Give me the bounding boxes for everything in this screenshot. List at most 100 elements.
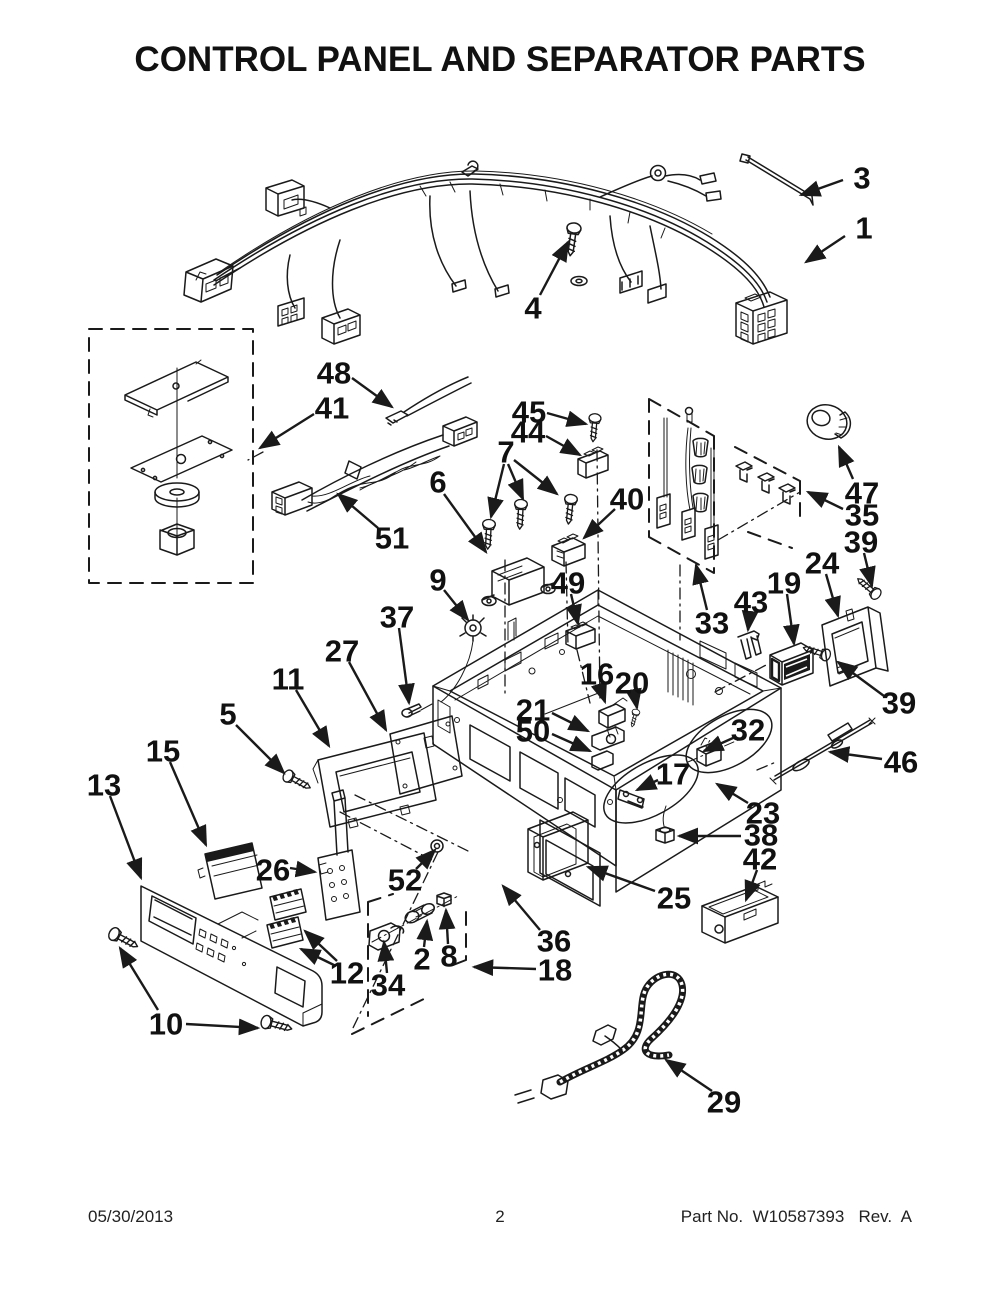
callout-12: 12 — [298, 929, 364, 991]
callout-number: 18 — [538, 953, 572, 988]
construction-lines — [247, 449, 801, 1031]
receptacle-19 — [769, 642, 814, 686]
clip-9 — [440, 614, 487, 703]
callout-arrow — [859, 552, 876, 589]
cover-25 — [527, 811, 589, 881]
footer-date: 05/30/2013 — [88, 1207, 174, 1226]
callout-arrow — [118, 945, 160, 1011]
callout-arrow — [506, 463, 525, 502]
display-bracket-24 — [821, 606, 889, 687]
switch-blocks-12 — [266, 888, 307, 949]
callout-1: 1 — [804, 211, 873, 264]
transformer-6 — [481, 557, 556, 607]
callout-number: 49 — [551, 566, 585, 601]
callout-number: 44 — [511, 415, 546, 450]
callout-4: 4 — [524, 239, 570, 326]
callout-arrow — [513, 459, 559, 496]
callout-number: 41 — [315, 391, 349, 426]
callout-number: 12 — [330, 956, 364, 991]
callout-52: 52 — [388, 848, 437, 898]
callout-48: 48 — [317, 356, 394, 409]
callout-10: 10 — [118, 945, 261, 1042]
callout-arrow — [347, 661, 388, 733]
page-title: CONTROL PANEL AND SEPARATOR PARTS — [134, 40, 866, 79]
callout-19: 19 — [767, 566, 801, 647]
callout-39: 39 — [836, 660, 916, 721]
callout-arrow — [783, 593, 800, 647]
board-15 — [197, 842, 263, 900]
callout-arrow — [377, 939, 395, 974]
switch-40 — [551, 533, 586, 567]
callout-arrow — [836, 660, 885, 697]
callout-arrow — [538, 239, 570, 296]
callout-arrow — [471, 959, 537, 977]
callout-number: 3 — [853, 161, 870, 196]
callout-44: 44 — [511, 415, 583, 457]
callout-51: 51 — [336, 492, 409, 556]
callout-number: 48 — [317, 356, 351, 391]
callout-arrow — [443, 589, 470, 622]
callout-number: 8 — [440, 939, 457, 974]
callout-36: 36 — [501, 884, 571, 959]
callout-arrow — [827, 746, 883, 763]
spacer-37 — [401, 703, 433, 718]
wire-harness — [183, 160, 788, 345]
pressure-kit-box — [88, 328, 254, 584]
callout-24: 24 — [805, 546, 841, 619]
callout-arrow — [336, 492, 379, 529]
callout-number: 1 — [855, 211, 872, 246]
callout-arrow — [289, 860, 318, 878]
callout-number: 16 — [580, 657, 614, 692]
callout-42: 42 — [743, 842, 777, 903]
callout-arrow — [546, 410, 589, 427]
callout-arrow — [582, 508, 616, 540]
callout-arrow — [298, 947, 337, 968]
callout-27: 27 — [325, 634, 388, 733]
callout-32: 32 — [701, 713, 765, 753]
callout-arrow — [351, 377, 394, 409]
callout-number: 13 — [87, 768, 121, 803]
callout-number: 37 — [380, 600, 414, 635]
callout-number: 33 — [695, 606, 729, 641]
callout-number: 26 — [256, 853, 290, 888]
callout-number: 10 — [149, 1007, 183, 1042]
callout-15: 15 — [146, 734, 208, 848]
callout-arrow — [416, 918, 434, 948]
clips-35 — [735, 461, 796, 505]
callout-18: 18 — [471, 953, 572, 988]
callout-arrow — [714, 782, 749, 805]
callout-26: 26 — [256, 853, 318, 888]
callout-number: 52 — [388, 863, 422, 898]
callout-number: 36 — [537, 924, 571, 959]
callout-arrow — [701, 735, 734, 753]
callout-16: 16 — [580, 657, 614, 705]
callout-number: 2 — [413, 942, 430, 977]
tray-42 — [701, 880, 779, 944]
callout-arrow — [741, 609, 759, 633]
plate-27 — [389, 715, 463, 795]
callout-45: 45 — [512, 395, 589, 430]
callout-arrow — [487, 463, 506, 520]
ground-plate-26 — [317, 789, 361, 921]
ferrite-ring-47 — [806, 404, 852, 440]
callout-5: 5 — [219, 697, 286, 775]
callout-arrow — [185, 1018, 261, 1036]
callout-arrow — [692, 562, 709, 611]
callout-number: 34 — [371, 968, 406, 1003]
callout-number: 21 — [516, 693, 550, 728]
callout-arrow — [585, 865, 656, 893]
callout-3: 3 — [798, 161, 871, 197]
callout-number: 32 — [731, 713, 765, 748]
callout-37: 37 — [380, 600, 415, 706]
callout-arrow — [235, 724, 286, 775]
screw-45 — [586, 412, 602, 443]
callout-number: 11 — [272, 662, 305, 697]
clip-43 — [737, 630, 762, 660]
callout-arrow — [798, 178, 844, 197]
harness-51 — [271, 416, 478, 516]
callout-2: 2 — [413, 918, 434, 977]
callout-arrow — [294, 689, 331, 749]
switch-44 — [577, 446, 609, 479]
callout-number: 4 — [524, 291, 542, 326]
